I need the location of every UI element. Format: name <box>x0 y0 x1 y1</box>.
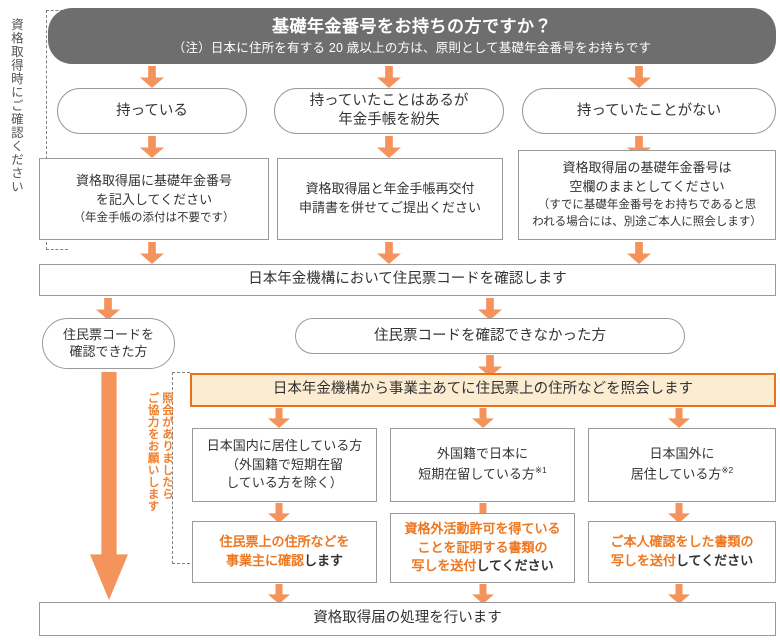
residency-line1: 日本国内に居住している方 <box>206 437 363 453</box>
arrow-down-icon <box>268 408 290 428</box>
requirement-line1: 資格外活動許可を得ている <box>404 520 561 536</box>
arrow-down-icon <box>627 242 651 264</box>
left-annotation-label: 資格取得時にご確認ください <box>2 18 28 248</box>
inquiry-band: 日本年金機構から事業主あてに住民票上の住所などを照会します <box>190 373 776 407</box>
arrow-down-icon <box>377 242 401 264</box>
option-pill-never-had[interactable]: 持っていたことがない <box>522 88 776 134</box>
residency-footnote-mark: ※2 <box>721 465 734 476</box>
arrow-down-large-icon <box>90 372 128 600</box>
residency-line2-wrap: 短期在留している方※1 <box>418 464 546 484</box>
residency-line1: 日本国外に <box>649 446 715 462</box>
arrow-down-icon <box>377 136 401 158</box>
arrow-down-icon <box>627 66 651 88</box>
residency-line3: している方を除く） <box>226 475 343 491</box>
requirement-line1: 住民票上の住所などを <box>219 534 350 550</box>
arrow-down-icon <box>478 298 502 320</box>
action-note-line1: （すでに基礎年金番号をお持ちであると思 <box>537 199 757 212</box>
final-band: 資格取得届の処理を行います <box>39 602 776 636</box>
requirement-line2: 事業主に確認 <box>225 553 304 568</box>
header-question-banner: 基礎年金番号をお持ちの方ですか？ （注）日本に住所を有する 20 歳以上の方は、… <box>48 8 776 64</box>
arrow-down-icon <box>472 584 494 604</box>
inquiry-band-text: 日本年金機構から事業主あてに住民票上の住所などを照会します <box>272 381 694 398</box>
action-line2: 空欄のままとしてください <box>569 179 725 195</box>
action-line1: 資格取得届と年金手帳再交付 <box>305 181 475 197</box>
verify-band: 日本年金機構において住民票コードを確認します <box>39 264 776 296</box>
arrow-down-icon <box>668 503 690 523</box>
residency-box-in-japan: 日本国内に居住している方 （外国籍で短期在留 している方を除く） <box>192 428 377 502</box>
residency-footnote-mark: ※1 <box>534 465 547 476</box>
option-pill-has-number[interactable]: 持っている <box>57 88 247 134</box>
arrow-down-icon <box>377 66 401 88</box>
requirement-line3-wrap: 写しを送付してください <box>411 557 553 576</box>
requirement-tail: してください <box>675 553 754 568</box>
arrow-down-icon <box>268 584 290 604</box>
residency-line1: 外国籍で日本に <box>436 446 528 462</box>
option-label: 持っていたことがない <box>576 102 722 119</box>
requirement-tail: してください <box>476 558 554 574</box>
page-title: 基礎年金番号をお持ちの方ですか？ <box>272 16 552 36</box>
mid-annotation-line2: ご協力をお願いします <box>146 392 159 512</box>
residency-line2: 短期在留している方 <box>418 466 535 482</box>
option-label-line1: 持っていたことはあるが <box>309 93 469 110</box>
branch-label-line2: 確認できた方 <box>69 343 148 359</box>
residency-box-foreign-short-stay: 外国籍で日本に 短期在留している方※1 <box>390 428 575 502</box>
left-annotation-text: 資格取得時にご確認ください <box>8 18 23 194</box>
action-box-write-number: 資格取得届に基礎年金番号 を記入してください （年金手帳の添付は不要です） <box>39 158 269 240</box>
action-note-line2: われる場合には、別途ご本人に照会します） <box>532 215 762 228</box>
action-line2: 申請書を併せてご提出ください <box>298 200 481 215</box>
requirement-box-identity-documents: ご本人確認をした書類の 写しを送付してください <box>588 521 776 583</box>
action-line1: 資格取得届に基礎年金番号 <box>75 172 232 188</box>
verify-band-text: 日本年金機構において住民票コードを確認します <box>248 271 567 288</box>
action-line1: 資格取得届の基礎年金番号は <box>562 160 732 176</box>
action-line2: を記入してください <box>95 191 213 207</box>
requirement-box-confirm-address: 住民票上の住所などを 事業主に確認します <box>192 521 377 583</box>
final-band-text: 資格取得届の処理を行います <box>313 610 502 627</box>
residency-line2-wrap: 居住している方※2 <box>631 464 733 484</box>
residency-line2: 居住している方 <box>630 466 722 482</box>
mid-annotation-frame <box>172 372 190 564</box>
option-label: 持っている <box>116 102 188 119</box>
requirement-line2: 写しを送付 <box>610 553 676 568</box>
arrow-down-icon <box>140 66 164 88</box>
arrow-down-icon <box>472 408 494 428</box>
arrow-down-icon <box>96 298 120 320</box>
arrow-down-icon <box>668 408 690 428</box>
branch-label: 住民票コードを確認できなかった方 <box>374 327 606 344</box>
option-pill-lost-handbook[interactable]: 持っていたことはあるが 年金手帳を紛失 <box>274 88 504 134</box>
left-annotation-frame <box>46 10 68 250</box>
arrow-down-icon <box>668 584 690 604</box>
arrow-down-icon <box>140 242 164 264</box>
requirement-line2-wrap: 写しを送付してください <box>611 552 753 571</box>
requirement-line3: 写しを送付 <box>411 558 477 574</box>
requirement-tail: します <box>304 553 344 568</box>
branch-pill-code-confirmed[interactable]: 住民票コードを 確認できた方 <box>42 318 175 369</box>
residency-line2: （外国籍で短期在留 <box>225 456 343 472</box>
branch-label-line1: 住民票コードを <box>62 326 154 342</box>
requirement-line2-wrap: 事業主に確認します <box>226 552 343 571</box>
requirement-line1: ご本人確認をした書類の <box>610 534 754 550</box>
mid-annotation-line1: 照会がありましたら <box>161 392 173 500</box>
option-label-line2: 年金手帳を紛失 <box>338 112 440 128</box>
action-box-reissue-application: 資格取得届と年金手帳再交付 申請書を併せてご提出ください <box>277 158 503 240</box>
arrow-down-icon <box>268 503 290 523</box>
arrow-down-icon <box>140 136 164 158</box>
page-subtitle: （注）日本に住所を有する 20 歳以上の方は、原則として基礎年金番号をお持ちです <box>172 41 652 55</box>
action-note: （年金手帳の添付は不要です） <box>73 211 235 224</box>
branch-pill-code-not-confirmed[interactable]: 住民票コードを確認できなかった方 <box>295 318 685 354</box>
residency-box-outside-japan: 日本国外に 居住している方※2 <box>588 428 776 502</box>
requirement-box-work-permit: 資格外活動許可を得ている ことを証明する書類の 写しを送付してください <box>390 513 575 583</box>
requirement-line2: ことを証明する書類の <box>417 539 548 555</box>
mid-annotation-label: 照会がありましたら ご協力をお願いします <box>134 392 174 562</box>
action-box-leave-blank: 資格取得届の基礎年金番号は 空欄のままとしてください （すでに基礎年金番号をお持… <box>518 150 776 240</box>
